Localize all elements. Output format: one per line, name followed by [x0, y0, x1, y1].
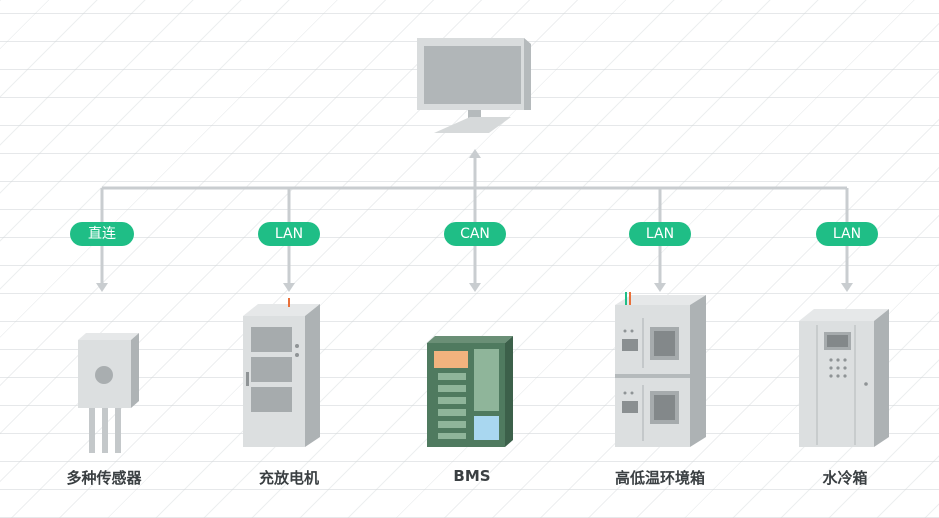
arrow-up-icon: [469, 149, 481, 158]
label-bms: BMS: [453, 467, 491, 485]
sensor-icon: [78, 333, 139, 453]
label-env-chamber: 高低温环境箱: [614, 469, 705, 487]
badge-lan-cooler: LAN: [816, 222, 878, 246]
monitor-icon: [417, 38, 531, 133]
badge-can: CAN: [444, 222, 506, 246]
bms-board-icon: [427, 336, 513, 447]
arrow-down-icon: [283, 283, 295, 292]
arrow-down-icon: [654, 283, 666, 292]
badge-direct: 直连: [70, 222, 134, 246]
label-water-cooler: 水冷箱: [822, 469, 868, 487]
arrowheads: [96, 149, 853, 292]
label-sensors: 多种传感器: [66, 469, 142, 487]
badge-lan-charger: LAN: [258, 222, 320, 246]
arrow-down-icon: [96, 283, 108, 292]
arrow-down-icon: [469, 283, 481, 292]
badge-lan-chamber: LAN: [629, 222, 691, 246]
arrow-down-icon: [841, 283, 853, 292]
charger-cabinet-icon: [243, 298, 320, 447]
label-charger: 充放电机: [258, 469, 319, 487]
water-cooler-icon: [799, 309, 889, 447]
environment-chamber-icon: [615, 292, 706, 447]
connection-lines: [100, 158, 849, 284]
